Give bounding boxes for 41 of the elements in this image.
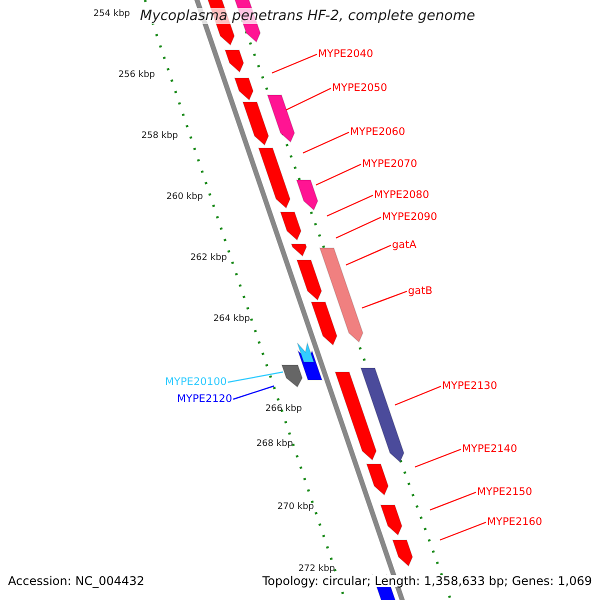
gene-label: gatB [408, 286, 432, 296]
scale-tick-label: 266 kbp [265, 405, 302, 414]
gene-label: MYPE2160 [487, 517, 542, 528]
leader-line [316, 164, 362, 186]
gene-label: MYPE2040 [318, 49, 374, 60]
leader-line [326, 194, 374, 217]
leader-line [302, 132, 350, 154]
leader-line [232, 385, 274, 400]
gene-label: MYPE2090 [382, 212, 438, 222]
leader-line [346, 244, 392, 266]
leader-line [394, 386, 442, 406]
scale-tick-label: 270 kbp [277, 503, 314, 512]
scale-tick-label: 256 kbp [118, 71, 155, 80]
map-title: Mycoplasma penetrans HF-2, complete genome [138, 8, 478, 24]
leader-line [414, 448, 462, 468]
leader-line [440, 522, 486, 541]
gene-label: MYPE2140 [462, 444, 518, 454]
scale-tick-label: 260 kbp [166, 193, 203, 202]
leader-line [286, 88, 332, 111]
leader-line [336, 216, 382, 239]
scale-tick-label: 264 kbp [213, 315, 250, 324]
gene-label: MYPE2050 [332, 83, 388, 94]
scale-tick-label: 254 kbp [93, 10, 130, 19]
gene-label: MYPE2060 [350, 127, 406, 138]
genome-info-text: Topology: circular; Length: 1,358,633 bp; Genes: 1,069 [262, 575, 592, 587]
scale-tick-label: 272 kbp [298, 565, 335, 574]
leader-line [430, 492, 476, 511]
gene-label: MYPE2150 [477, 487, 532, 498]
leader-line [228, 371, 284, 383]
gene-label: MYPE2130 [442, 381, 498, 392]
leader-line [362, 290, 408, 309]
leader-line [272, 54, 318, 74]
gene-label: MYPE2080 [374, 190, 430, 200]
accession-text: Accession: NC_004432 [8, 575, 144, 587]
scale-tick-label: 262 kbp [190, 254, 227, 263]
gene-label: MYPE20100 [165, 377, 227, 388]
gene-label: MYPE2120 [177, 394, 232, 404]
scale-tick-label: 268 kbp [256, 440, 293, 449]
gene-label: gatA [392, 240, 416, 250]
gene-label: MYPE2070 [362, 159, 418, 170]
scale-tick-label: 258 kbp [141, 132, 178, 141]
